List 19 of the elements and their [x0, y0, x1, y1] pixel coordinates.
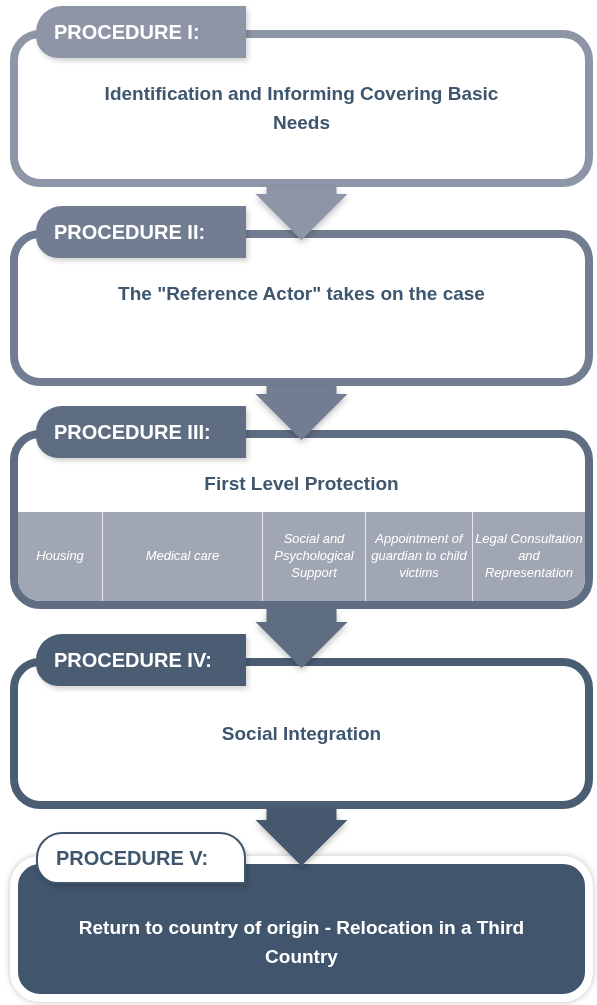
procedure-tab: PROCEDURE III: [36, 406, 246, 458]
procedure-tab: PROCEDURE I: [36, 6, 246, 58]
service-cell: Legal Consultation and Representation [472, 512, 585, 601]
procedure-tab: PROCEDURE IV: [36, 634, 246, 686]
process-title: Return to country of origin - Relocation in a Third Country [78, 916, 525, 969]
process-title: Social Integration [220, 722, 383, 746]
block-arrow [255, 609, 348, 668]
block-arrow [255, 386, 348, 440]
service-cell: Appointment of guardian to child victims [365, 512, 472, 601]
process-title: Identification and Informing Covering Basic Needs [103, 82, 500, 135]
procedure-tab: PROCEDURE V: [36, 832, 246, 884]
procedure-tab: PROCEDURE II: [36, 206, 246, 258]
process-title: First Level Protection [203, 472, 400, 496]
block-arrow [255, 809, 348, 866]
service-cell: Housing [18, 512, 102, 601]
process-title: The "Reference Actor" takes on the case [117, 282, 486, 306]
block-arrow [255, 187, 348, 240]
service-cell: Social and Psychological Support [262, 512, 365, 601]
service-cell: Medical care [102, 512, 262, 601]
